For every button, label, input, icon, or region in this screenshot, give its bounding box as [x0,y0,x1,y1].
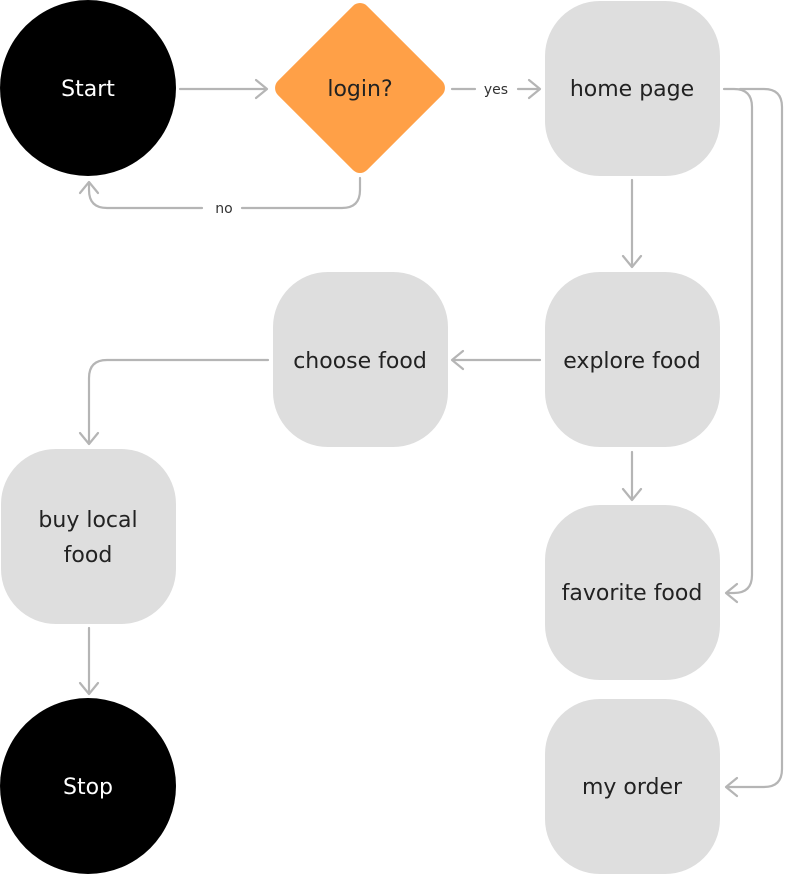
arrowhead [450,349,465,371]
arrowhead [621,254,643,269]
arrowhead [78,681,100,696]
node-explore-food-label: explore food [563,349,700,374]
node-explore-food[interactable]: explore food [545,272,720,447]
arrowhead [621,487,643,502]
arrowhead [78,180,100,195]
node-choose-food[interactable]: choose food [273,272,448,447]
node-buy-local-food-label-line1: buy local [38,508,137,533]
connector-home-to-myorder [726,87,784,789]
node-home-page[interactable]: home page [545,1,720,176]
node-start-label: Start [61,77,115,102]
node-buy-local-food-label-line2: food [64,543,113,568]
arrowhead [527,78,542,100]
arrowhead [724,776,739,798]
node-stop[interactable]: Stop [0,698,176,874]
connector-choose-to-buy [87,358,270,444]
node-my-order[interactable]: my order [545,699,720,874]
node-favorite-food[interactable]: favorite food [545,505,720,680]
arrowhead [78,431,100,446]
node-login-label: login? [327,77,392,102]
node-my-order-label: my order [582,775,683,800]
node-start[interactable]: Start [0,0,176,176]
connector-login-to-start-no [87,176,362,210]
arrowhead [724,582,739,604]
edge-label-no: no [215,201,232,217]
connector-home-to-favorite [722,87,754,595]
node-choose-food-label: choose food [293,349,427,374]
arrowhead [254,78,269,100]
node-home-page-label: home page [570,77,694,102]
node-buy-local-food[interactable]: buy local food [1,449,176,624]
connectors [78,78,784,798]
node-favorite-food-label: favorite food [562,581,703,606]
node-stop-label: Stop [63,775,113,800]
node-login-decision[interactable]: login? [271,0,449,177]
edge-label-yes: yes [484,82,508,98]
